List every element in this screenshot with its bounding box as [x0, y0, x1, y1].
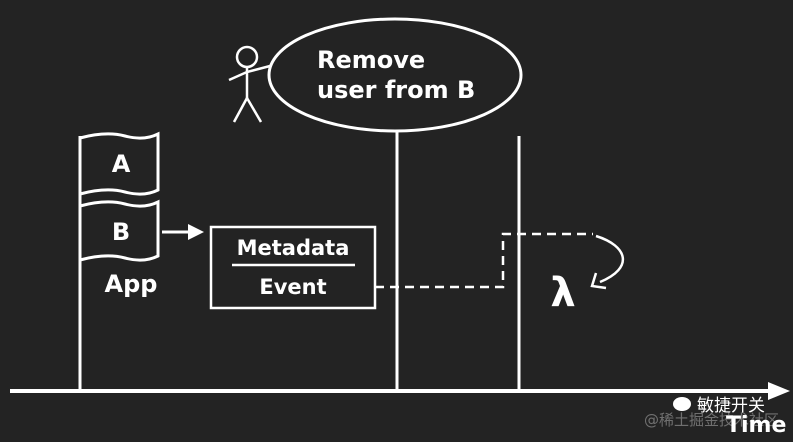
app-label: App	[105, 270, 158, 298]
event-box-metadata: Metadata	[237, 236, 350, 260]
axis-label-time: Time	[726, 413, 786, 438]
flag-b: B	[78, 199, 160, 262]
watermark-source: @稀土掘金技术社区	[643, 411, 779, 429]
event-box-event: Event	[259, 275, 326, 299]
action-ellipse: Remove user from B	[267, 17, 523, 133]
arrow-right-icon	[162, 224, 204, 240]
curved-arrow-icon	[590, 234, 624, 290]
wechat-icon	[673, 396, 691, 411]
lambda-icon: λ	[550, 270, 575, 316]
action-line2: user from B	[317, 76, 475, 104]
stick-figure-icon	[228, 45, 271, 123]
event-box: Metadata Event	[209, 225, 377, 310]
watermark-brand-text: 敏捷开关	[697, 396, 765, 416]
watermark-brand: 敏捷开关	[673, 391, 765, 416]
svg-text:B: B	[112, 218, 130, 246]
svg-text:A: A	[112, 150, 131, 178]
time-axis	[10, 382, 790, 400]
flag-a: A	[78, 131, 160, 196]
event-dashed-path	[375, 232, 593, 289]
action-line1: Remove	[317, 46, 425, 74]
